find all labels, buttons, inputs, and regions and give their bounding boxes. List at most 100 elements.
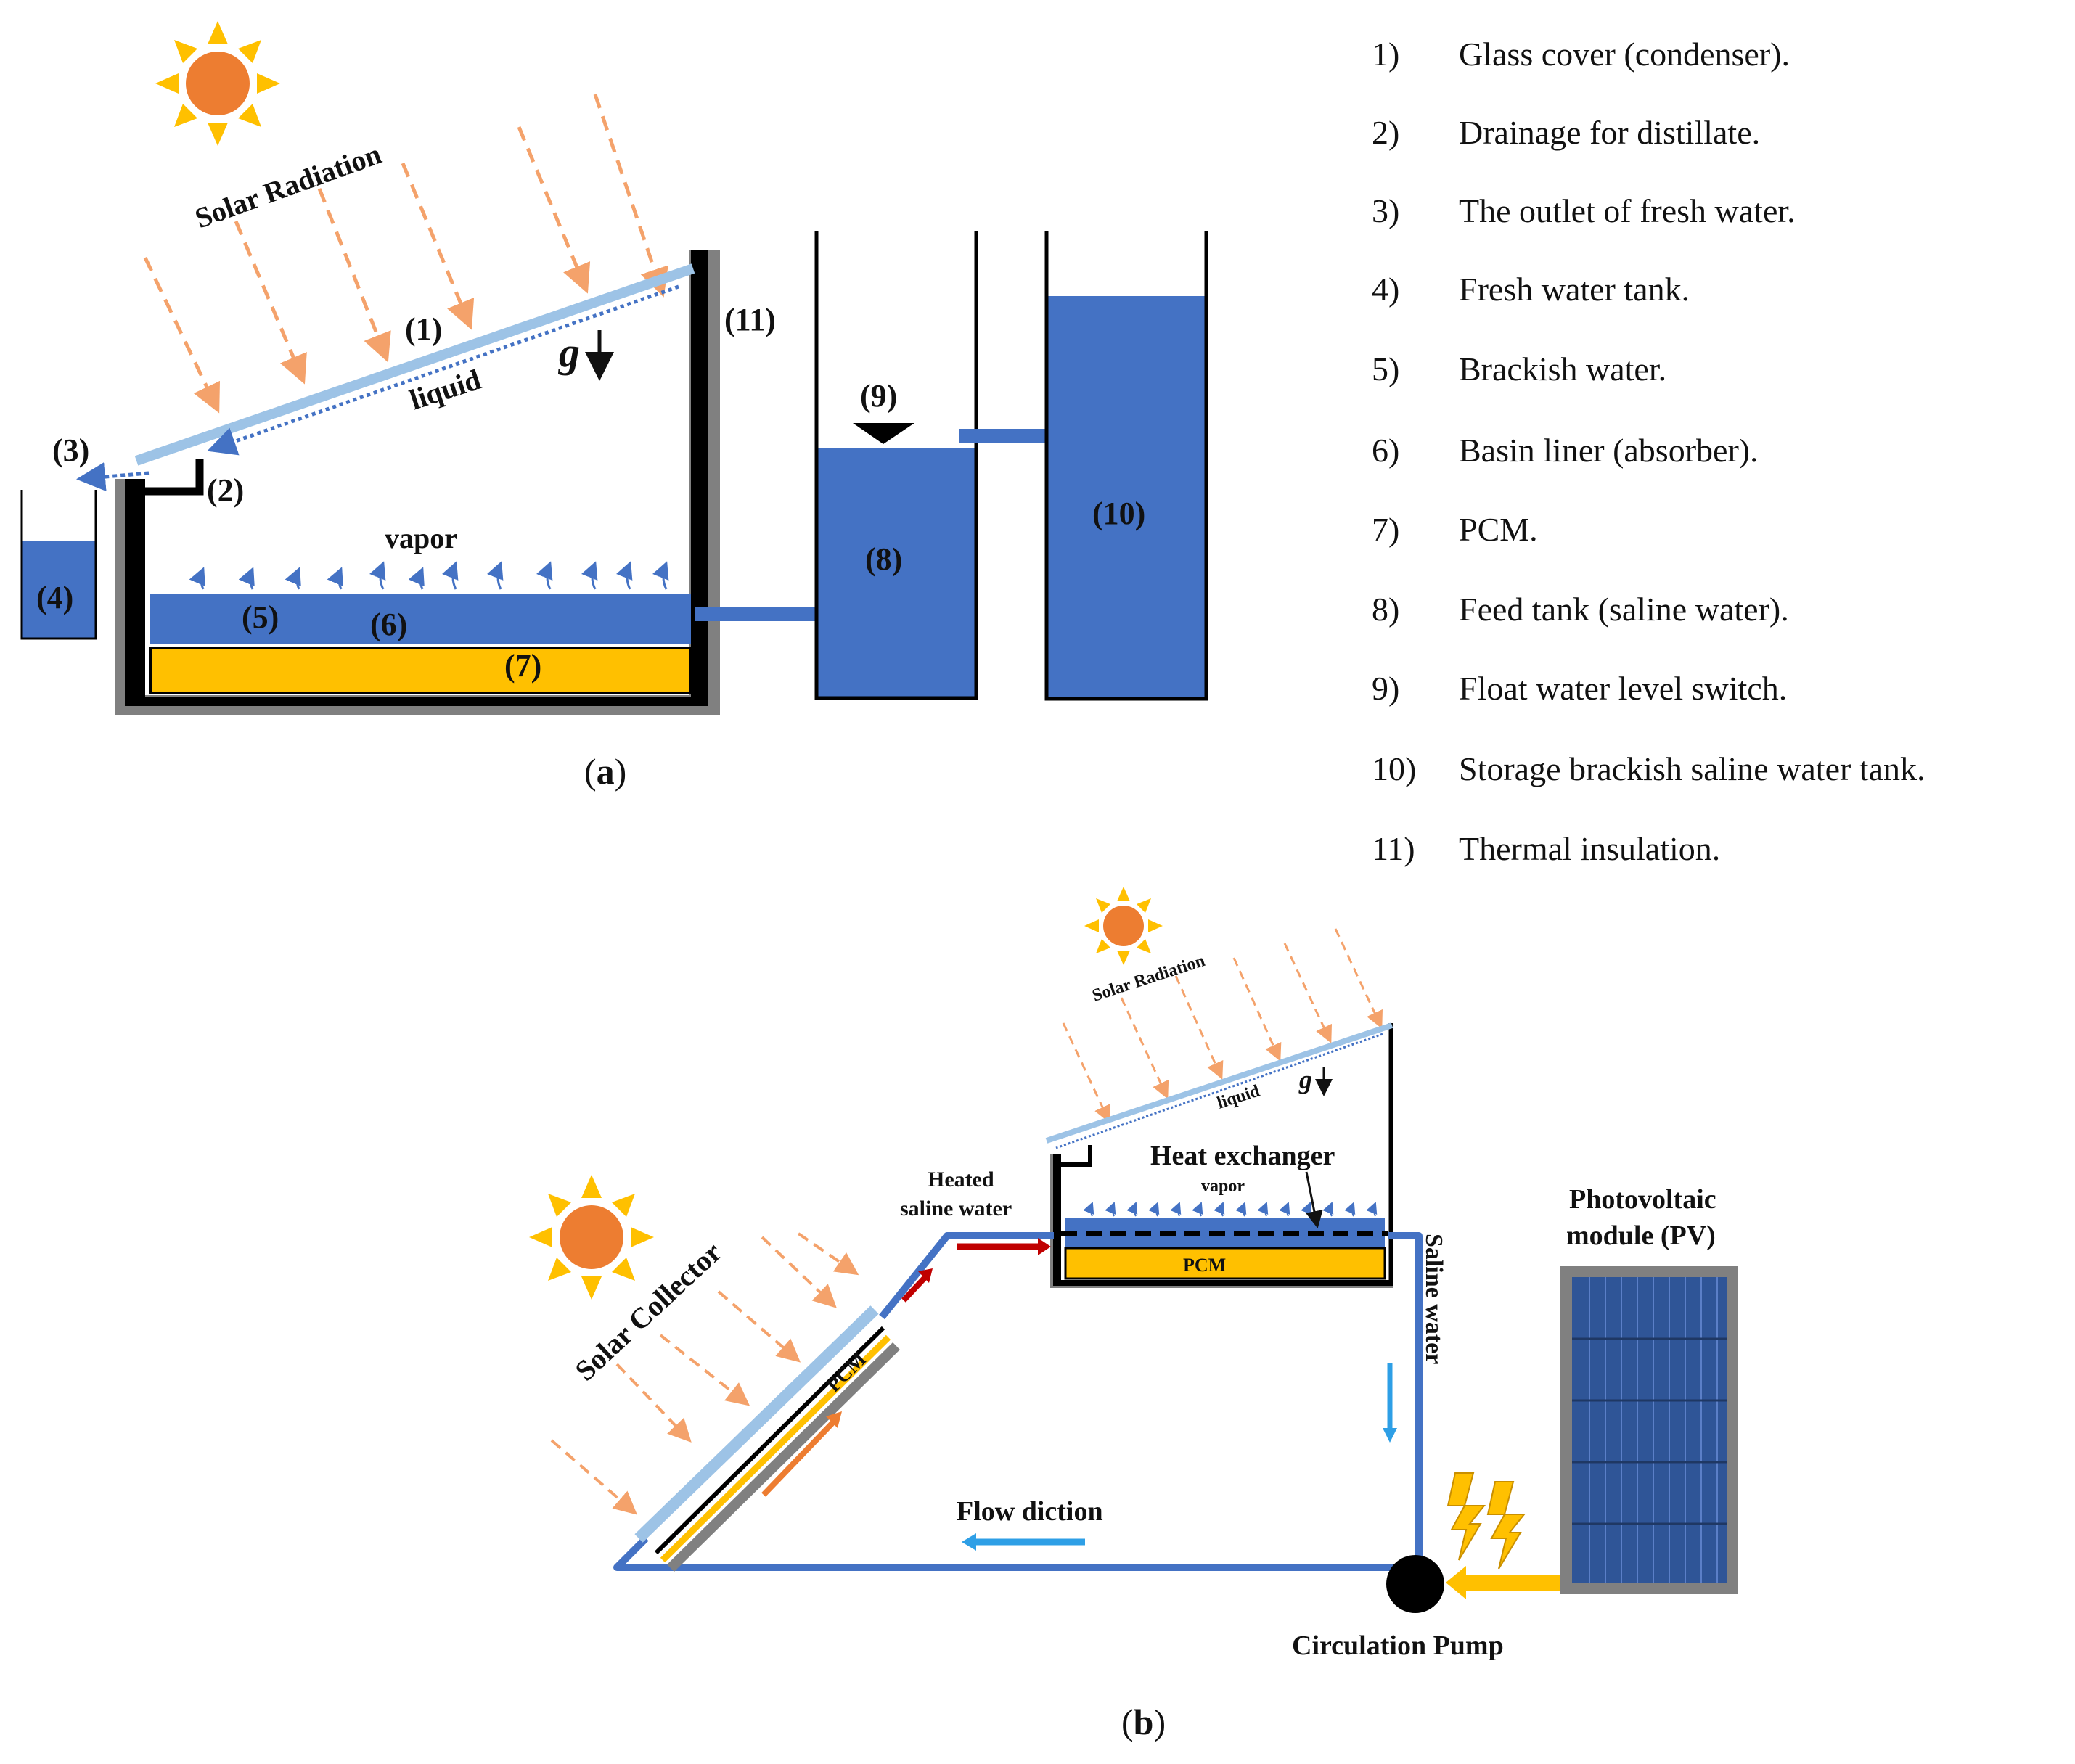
liquid-label: liquid xyxy=(406,363,485,417)
vapor-label: vapor xyxy=(385,522,457,554)
still-unit xyxy=(1050,1023,1393,1288)
marker-10: (10) xyxy=(1092,496,1145,531)
power-arrow xyxy=(1465,1575,1560,1591)
return-flow-arrowhead xyxy=(962,1533,976,1551)
saline-water-label: Saline water xyxy=(1420,1234,1447,1364)
marker-2: (2) xyxy=(207,472,244,508)
vapor-arrows xyxy=(189,561,669,590)
panel-b: g Solar Radiation liquid vapor Heat exch… xyxy=(529,887,1738,1742)
legend-num-7: 7) xyxy=(1372,511,1399,548)
legend-num-6: 6) xyxy=(1372,432,1399,469)
feed-tank xyxy=(814,231,978,700)
storage-tank xyxy=(1044,231,1208,701)
flow-direction-label: Flow diction xyxy=(957,1496,1103,1527)
lightning-bolt-icon xyxy=(1486,1481,1526,1570)
marker-4: (4) xyxy=(36,580,73,615)
hot-riser-arrow xyxy=(901,1275,928,1303)
gravity-label: g xyxy=(557,329,580,376)
legend-num-9: 9) xyxy=(1372,670,1399,707)
glass-cover xyxy=(134,263,695,466)
marker-3: (3) xyxy=(52,432,89,468)
marker-9: (9) xyxy=(860,378,897,414)
storage-pipe xyxy=(959,429,1047,443)
still-vapor-arrows xyxy=(1083,1202,1378,1217)
sun-icon xyxy=(155,21,280,146)
legend-text-2: Drainage for distillate. xyxy=(1459,114,1760,151)
still-pcm-label: PCM xyxy=(1183,1255,1226,1276)
still-condensate-film xyxy=(1055,1033,1383,1149)
hot-flow-arrowhead xyxy=(1038,1238,1051,1255)
marker-5: (5) xyxy=(242,599,279,635)
legend-num-1: 1) xyxy=(1372,36,1399,73)
heated-saline-label-1: Heated xyxy=(928,1168,994,1191)
collector-flow-arrow xyxy=(761,1420,835,1497)
solar-radiation-rays xyxy=(143,94,668,414)
legend-num-10: 10) xyxy=(1372,750,1416,787)
feed-pipe xyxy=(695,607,819,621)
legend-text-8: Feed tank (saline water). xyxy=(1459,591,1789,628)
caption-a-close: ) xyxy=(615,751,627,792)
legend-text-1: Glass cover (condenser). xyxy=(1459,36,1790,73)
pv-label-2: module (PV) xyxy=(1566,1221,1716,1251)
fresh-water-tank xyxy=(20,490,97,640)
legend-num-2: 2) xyxy=(1372,114,1399,151)
heat-exchanger-pointer xyxy=(1305,1171,1323,1228)
pv-module xyxy=(1560,1266,1738,1594)
drainage-channel xyxy=(145,459,204,496)
solar-radiation-label: Solar Radiation xyxy=(191,137,385,234)
marker-8: (8) xyxy=(865,541,902,577)
float-switch-icon xyxy=(853,423,914,444)
down-flow-arrowhead xyxy=(1383,1428,1397,1443)
caption-a-letter: a xyxy=(597,751,615,792)
heated-saline-label-2: saline water xyxy=(900,1197,1012,1221)
caption-b: (b) xyxy=(1121,1702,1166,1742)
caption-a: (a) xyxy=(584,751,626,792)
legend-text-11: Thermal insulation. xyxy=(1459,830,1720,867)
pv-label-1: Photovoltaic xyxy=(1569,1184,1716,1215)
heat-exchanger-label: Heat exchanger xyxy=(1150,1141,1335,1171)
still-gravity-label: g xyxy=(1298,1065,1312,1094)
legend-num-8: 8) xyxy=(1372,591,1399,628)
circulation-pump-icon xyxy=(1386,1555,1444,1613)
marker-11: (11) xyxy=(724,302,776,337)
legend-text-5: Brackish water. xyxy=(1459,350,1666,387)
caption-b-open: ( xyxy=(1121,1702,1134,1742)
marker-7: (7) xyxy=(504,648,541,684)
still-vapor-label: vapor xyxy=(1201,1177,1245,1196)
lightning-bolt-icon xyxy=(1446,1472,1486,1561)
legend-text-4: Fresh water tank. xyxy=(1459,271,1690,308)
legend-text-3: The outlet of fresh water. xyxy=(1459,192,1796,229)
legend-text-7: PCM. xyxy=(1459,511,1538,548)
legend-num-3: 3) xyxy=(1372,192,1399,229)
panel-a: g Solar Radiation liquid vapor (1) (2) (… xyxy=(20,21,1208,792)
still-liquid-label: liquid xyxy=(1215,1081,1263,1112)
sun-icon xyxy=(1084,887,1163,965)
legend-num-4: 4) xyxy=(1372,271,1399,308)
collector-flow-arrowhead xyxy=(826,1411,842,1428)
solar-collector xyxy=(634,1305,900,1572)
legend-num-5: 5) xyxy=(1372,350,1399,387)
brackish-water xyxy=(150,594,691,644)
legend-num-11: 11) xyxy=(1372,830,1415,867)
circulation-pump-label: Circulation Pump xyxy=(1292,1630,1504,1661)
still-glass-cover xyxy=(1045,1022,1393,1144)
still-drainage xyxy=(1061,1145,1092,1167)
sun-icon xyxy=(529,1175,654,1300)
caption-a-open: ( xyxy=(584,751,597,792)
caption-b-close: ) xyxy=(1153,1702,1166,1742)
hot-riser-arrowhead xyxy=(918,1268,933,1283)
condensate-film xyxy=(207,284,679,456)
legend: 1) Glass cover (condenser). 2) Drainage … xyxy=(1372,36,1925,867)
caption-b-letter: b xyxy=(1134,1702,1154,1742)
marker-6: (6) xyxy=(370,607,407,642)
pcm-layer xyxy=(149,647,692,694)
marker-1: (1) xyxy=(405,311,442,347)
legend-text-9: Float water level switch. xyxy=(1459,670,1787,707)
still-radiation-rays xyxy=(1062,928,1383,1123)
collector-radiation-rays xyxy=(550,1232,859,1515)
power-arrowhead xyxy=(1446,1566,1466,1599)
legend-text-10: Storage brackish saline water tank. xyxy=(1459,750,1925,787)
legend-text-6: Basin liner (absorber). xyxy=(1459,432,1759,469)
fresh-water-outlet-arrow xyxy=(76,462,150,491)
